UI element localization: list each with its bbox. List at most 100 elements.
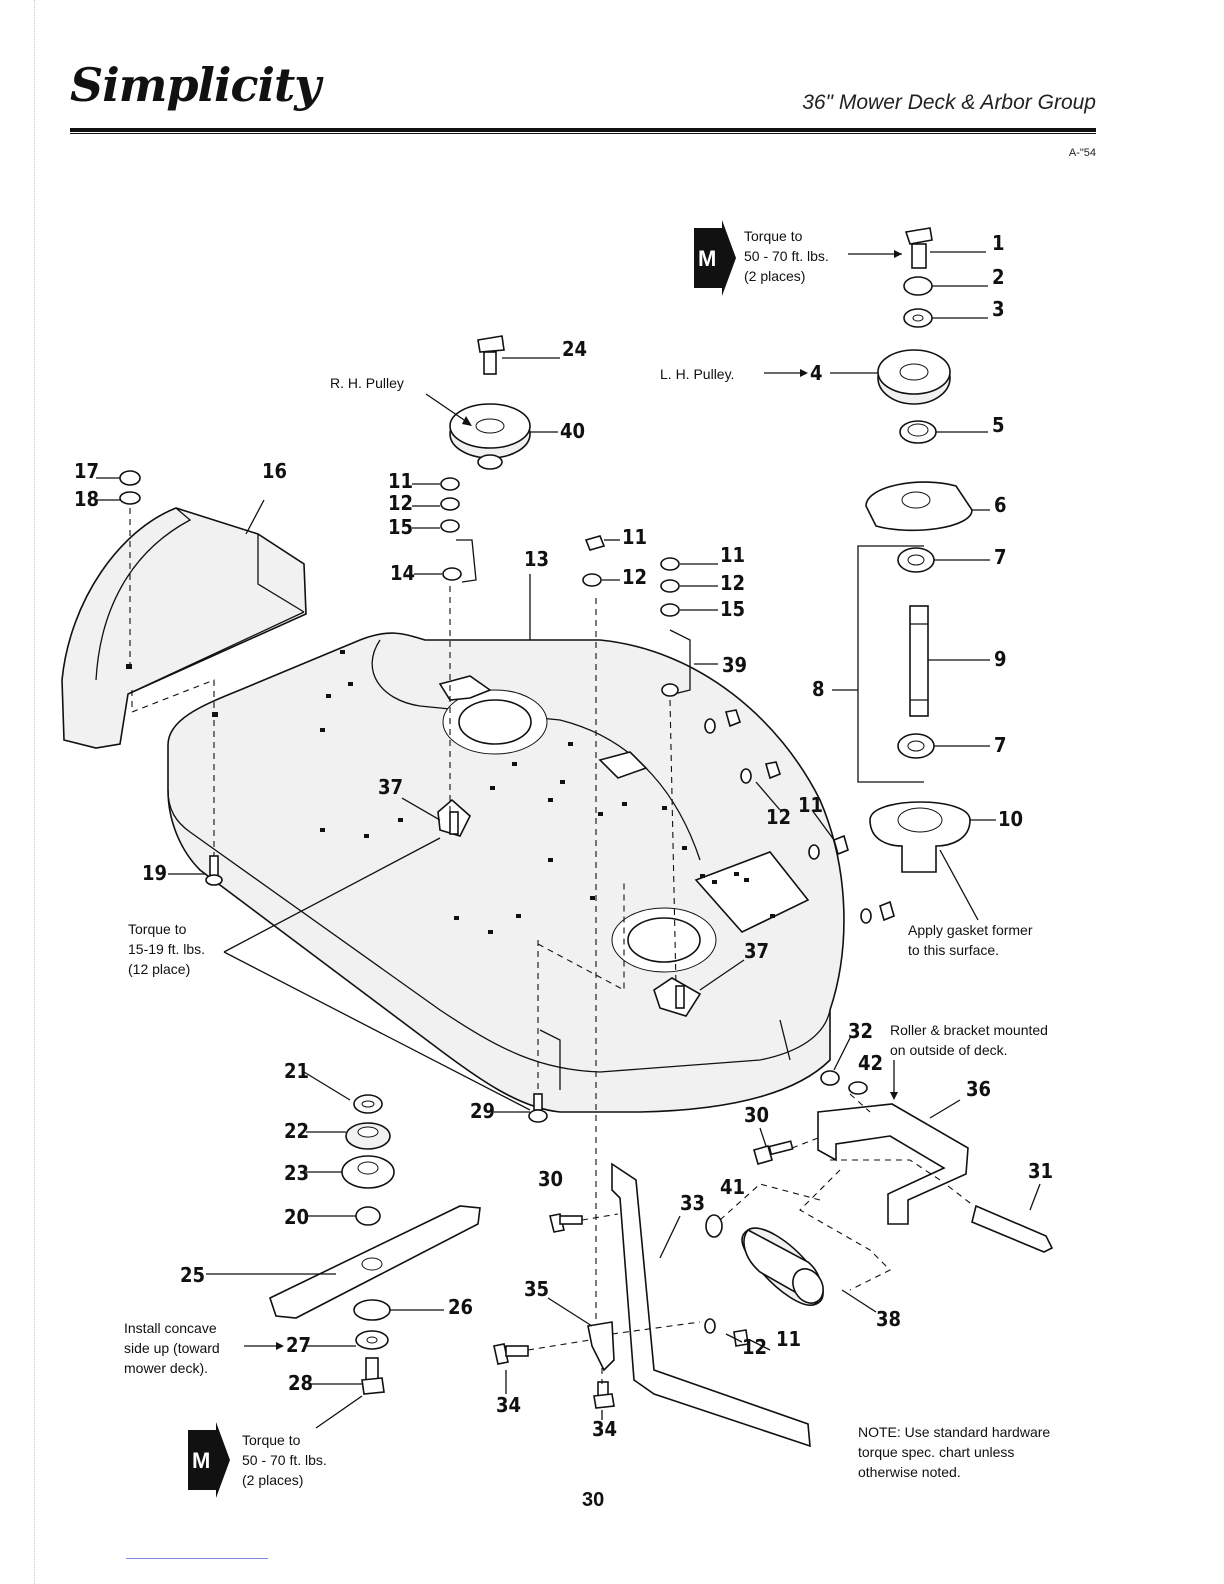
pointer-arrows — [244, 250, 902, 1350]
torque-badge-bottom: M — [188, 1422, 230, 1498]
callout-29: 29 — [470, 1099, 495, 1123]
callout-7-lower: 7 — [994, 733, 1007, 757]
page-margin-rule — [34, 0, 35, 1584]
callout-10: 10 — [998, 807, 1023, 831]
roller-note-line2: on outside of deck. — [890, 1042, 1008, 1058]
right-pulley-assembly — [440, 335, 531, 583]
callout-37-right: 37 — [744, 939, 769, 963]
torque-badge-top-letter: M — [698, 246, 716, 271]
callout-12-bracket: 12 — [742, 1335, 767, 1359]
callout-7-upper: 7 — [994, 545, 1007, 569]
callout-21: 21 — [284, 1059, 309, 1083]
bottom-torque-line1: Torque to — [242, 1432, 301, 1448]
leader-lines — [96, 251, 1041, 1429]
torque-badge-bottom-letter: M — [192, 1448, 210, 1473]
callout-34-bottom: 34 — [592, 1417, 617, 1441]
callout-11-bracket: 11 — [776, 1327, 801, 1351]
callout-36: 36 — [966, 1077, 991, 1101]
torque-badge-top: M — [694, 220, 736, 296]
deck-torque-line2: 15-19 ft. lbs. — [128, 941, 205, 957]
center-hardware — [582, 535, 895, 924]
callout-13: 13 — [524, 547, 549, 571]
callout-5: 5 — [992, 413, 1005, 437]
callout-2: 2 — [992, 265, 1005, 289]
callout-11-center: 11 — [622, 525, 647, 549]
header-divider-thin — [70, 133, 1096, 134]
hardware-note-line2: torque spec. chart unless — [858, 1444, 1014, 1460]
rh-pulley-label: R. H. Pulley — [330, 375, 404, 391]
callout-15-idler: 15 — [720, 597, 745, 621]
deck-torque-line3: (12 place) — [128, 961, 190, 977]
callout-40: 40 — [560, 419, 585, 443]
callout-17: 17 — [74, 459, 99, 483]
top-torque-line1: Torque to — [744, 228, 803, 244]
callout-12-rh: 12 — [388, 491, 413, 515]
callout-27: 27 — [286, 1333, 311, 1357]
callout-23: 23 — [284, 1161, 309, 1185]
hardware-note-line1: NOTE: Use standard hardware — [858, 1424, 1050, 1440]
callout-14: 14 — [390, 561, 415, 585]
document-title: 36" Mower Deck & Arbor Group — [802, 91, 1096, 114]
roller-note-line1: Roller & bracket mounted — [890, 1022, 1048, 1038]
callout-18: 18 — [74, 487, 99, 511]
document-code: A-"54 — [1068, 147, 1096, 159]
callout-24: 24 — [562, 337, 587, 361]
callout-32: 32 — [848, 1019, 873, 1043]
callout-31: 31 — [1028, 1159, 1053, 1183]
callout-4: 4 — [810, 361, 823, 385]
callout-9: 9 — [994, 647, 1007, 671]
left-spindle-assembly — [857, 227, 973, 873]
top-torque-line2: 50 - 70 ft. lbs. — [744, 248, 829, 264]
callout-22: 22 — [284, 1119, 309, 1143]
callout-16: 16 — [262, 459, 287, 483]
brand-logo: Simplicity — [70, 58, 321, 112]
deck-torque-line1: Torque to — [128, 921, 187, 937]
deck-bolts — [205, 811, 685, 1123]
mower-deck — [167, 632, 845, 1113]
footer-link-underline — [126, 1558, 268, 1559]
callout-1: 1 — [992, 231, 1005, 255]
callout-26: 26 — [448, 1295, 473, 1319]
callout-30-mount: 30 — [538, 1167, 563, 1191]
callout-11-rh: 11 — [388, 469, 413, 493]
gasket-note-line1: Apply gasket former — [908, 922, 1033, 938]
callout-8: 8 — [812, 677, 825, 701]
hardware-note-line3: otherwise noted. — [858, 1464, 961, 1480]
callout-38: 38 — [876, 1307, 901, 1331]
bottom-torque-line2: 50 - 70 ft. lbs. — [242, 1452, 327, 1468]
header-divider — [70, 128, 1096, 132]
belt-cover — [61, 507, 307, 749]
concave-note-line1: Install concave — [124, 1320, 217, 1336]
callout-19: 19 — [142, 861, 167, 885]
gasket-note-line2: to this surface. — [908, 942, 999, 958]
callout-35: 35 — [524, 1277, 549, 1301]
callout-11-idler: 11 — [720, 543, 745, 567]
callout-41: 41 — [720, 1175, 745, 1199]
top-torque-line3: (2 places) — [744, 268, 805, 284]
callout-3: 3 — [992, 297, 1005, 321]
callout-12-center: 12 — [622, 565, 647, 589]
blade-assembly — [269, 1094, 481, 1395]
bottom-torque-line3: (2 places) — [242, 1472, 303, 1488]
page-number: 30 — [582, 1489, 604, 1511]
concave-note-line3: mower deck). — [124, 1360, 208, 1376]
callout-42: 42 — [858, 1051, 883, 1075]
callout-34-left: 34 — [496, 1393, 521, 1417]
roller-bracket-assembly — [493, 1070, 1054, 1448]
callout-15-rh: 15 — [388, 515, 413, 539]
callout-33: 33 — [680, 1191, 705, 1215]
callout-12-idler: 12 — [720, 571, 745, 595]
callout-39: 39 — [722, 653, 747, 677]
callout-6: 6 — [994, 493, 1007, 517]
concave-note-line2: side up (toward — [124, 1340, 220, 1356]
lh-pulley-label: L. H. Pulley. — [660, 366, 734, 382]
callout-28: 28 — [288, 1371, 313, 1395]
callout-12-spindle: 12 — [766, 805, 791, 829]
callout-25: 25 — [180, 1263, 205, 1287]
callout-37-left: 37 — [378, 775, 403, 799]
callout-11-spindle: 11 — [798, 793, 823, 817]
callout-20: 20 — [284, 1205, 309, 1229]
cover-lockwasher — [119, 491, 141, 505]
assembly-lines — [129, 508, 975, 1384]
